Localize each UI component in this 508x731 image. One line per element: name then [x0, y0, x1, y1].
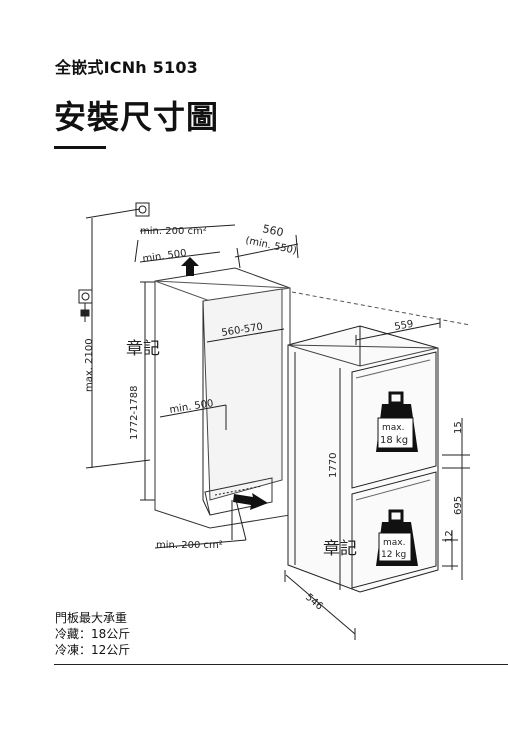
plug-icon: [80, 303, 90, 322]
weight-icon: [376, 391, 418, 452]
socket-icon: [135, 202, 150, 217]
socket-icon-left: [78, 289, 93, 304]
vent-bottom-label: min. 200 cm²: [156, 540, 223, 551]
bottom-gap-label: 12: [444, 530, 455, 543]
lower-max-label: max.: [383, 538, 405, 548]
lower-height-label: 695: [453, 496, 464, 515]
lower-weight-label: 12 kg: [381, 550, 406, 560]
vent-top-depth-label: min. 500: [142, 248, 187, 265]
watermark-bottom: 章記: [323, 539, 357, 559]
watermark-top: 章記: [126, 339, 160, 359]
arrow-up-icon: [181, 257, 199, 276]
door-gap-label: 15: [453, 421, 464, 434]
appliance-width-label: 559: [394, 319, 415, 333]
model-name: 全嵌式ICNh 5103: [55, 58, 198, 77]
arrow-in-icon: [233, 493, 268, 510]
notes-freezer: 冷凍：12公斤: [55, 643, 131, 657]
niche-cavity: [202, 288, 283, 501]
title-underline: [54, 146, 106, 149]
upper-max-label: max.: [382, 423, 404, 433]
upper-door: [351, 351, 437, 489]
door-load-notes: 門板最大承重 冷藏：18公斤 冷凍：12公斤: [55, 610, 130, 658]
vent-top-label: min. 200 cm²: [140, 226, 207, 237]
notes-fridge: 冷藏：18公斤: [55, 627, 131, 641]
weight-icon-lower: [376, 509, 418, 566]
notes-title: 門板最大承重: [55, 611, 128, 625]
upper-weight-label: 18 kg: [380, 435, 408, 446]
footer-divider: [54, 664, 508, 665]
page-title: 安裝尺寸圖: [54, 98, 220, 136]
niche-width-label: 560: [261, 222, 284, 239]
max-height-label: max. 2100: [84, 338, 95, 392]
appliance-depth-label: 546: [303, 592, 325, 613]
lower-door: [351, 471, 437, 589]
niche-height-label: 1772-1788: [129, 385, 140, 440]
appliance-height-label: 1770: [328, 453, 339, 478]
